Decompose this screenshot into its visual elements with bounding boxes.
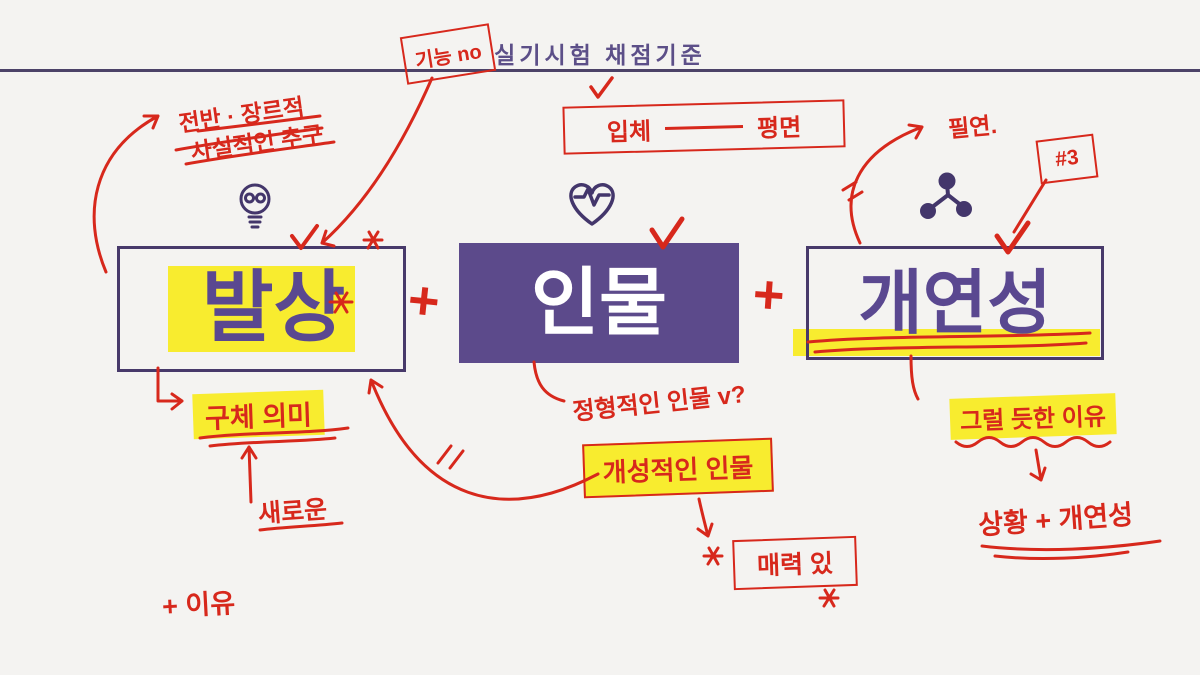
function-no-note: 기능 no [399, 23, 497, 85]
plus-reason-note: + 이유 [161, 588, 236, 622]
title-divider [0, 69, 1200, 72]
arrow-functionno-to-idea [320, 76, 434, 248]
molecule-icon [918, 170, 974, 229]
plus-operator-right: + [750, 263, 787, 327]
new-thing-note: 새로운 [257, 495, 329, 529]
node-character-label: 인물 [530, 261, 668, 344]
bracket-character [532, 360, 566, 403]
node-character: 인물 [459, 243, 739, 363]
hatch-marks-left-arrow [841, 180, 864, 202]
flat-label: 평면 [756, 113, 802, 143]
situation-personality-note: 상황 + 개연성 [977, 499, 1135, 541]
page-title: 실기시험 채점기준 [494, 42, 706, 68]
arrow-unique-to-attractive [696, 497, 714, 538]
node-idea-label: 발상 [167, 266, 356, 352]
line-hash3-to-plaus [1012, 178, 1048, 234]
arrow-idea-to-concrete [156, 366, 184, 411]
star-attractive-bottom [818, 588, 840, 608]
inevitability-note: 필연. [947, 111, 998, 143]
check-solidflat [589, 76, 614, 99]
situation-underline [980, 539, 1162, 561]
lightbulb-icon [232, 180, 278, 239]
hash-three-note: #3 [1035, 133, 1099, 185]
solid-vs-flat-note: 입체 평면 [562, 99, 846, 155]
plausible-reason-note: 그럴 듯한 이유 [949, 393, 1117, 440]
typical-character-note: 정형적인 인물 v? [571, 380, 748, 426]
attractive-note: 매력 있 [732, 535, 858, 591]
concrete-meaning-note: 구체 의미 [192, 389, 325, 440]
node-plausibility-label: 개연성 [858, 264, 1052, 342]
check-idea [290, 224, 319, 250]
heartbeat-icon [560, 176, 624, 237]
arrow-unique-to-idea [367, 378, 600, 501]
arrow-reason-to-situation [1029, 448, 1047, 482]
node-plausibility: 개연성 [806, 246, 1104, 360]
node-idea: 발상 [117, 246, 406, 372]
solid-label: 입체 [606, 117, 652, 147]
plus-operator-left: + [404, 269, 443, 333]
star-attractive-left [702, 546, 724, 566]
bracket-plausibility [909, 354, 920, 401]
arrow-plaus-to-inevitability [849, 123, 924, 245]
unique-character-note: 개성적인 인물 [582, 437, 774, 499]
solid-flat-connector-line [664, 124, 744, 130]
arrow-new-to-concrete [240, 445, 258, 504]
not-equal-ticks [436, 444, 465, 470]
